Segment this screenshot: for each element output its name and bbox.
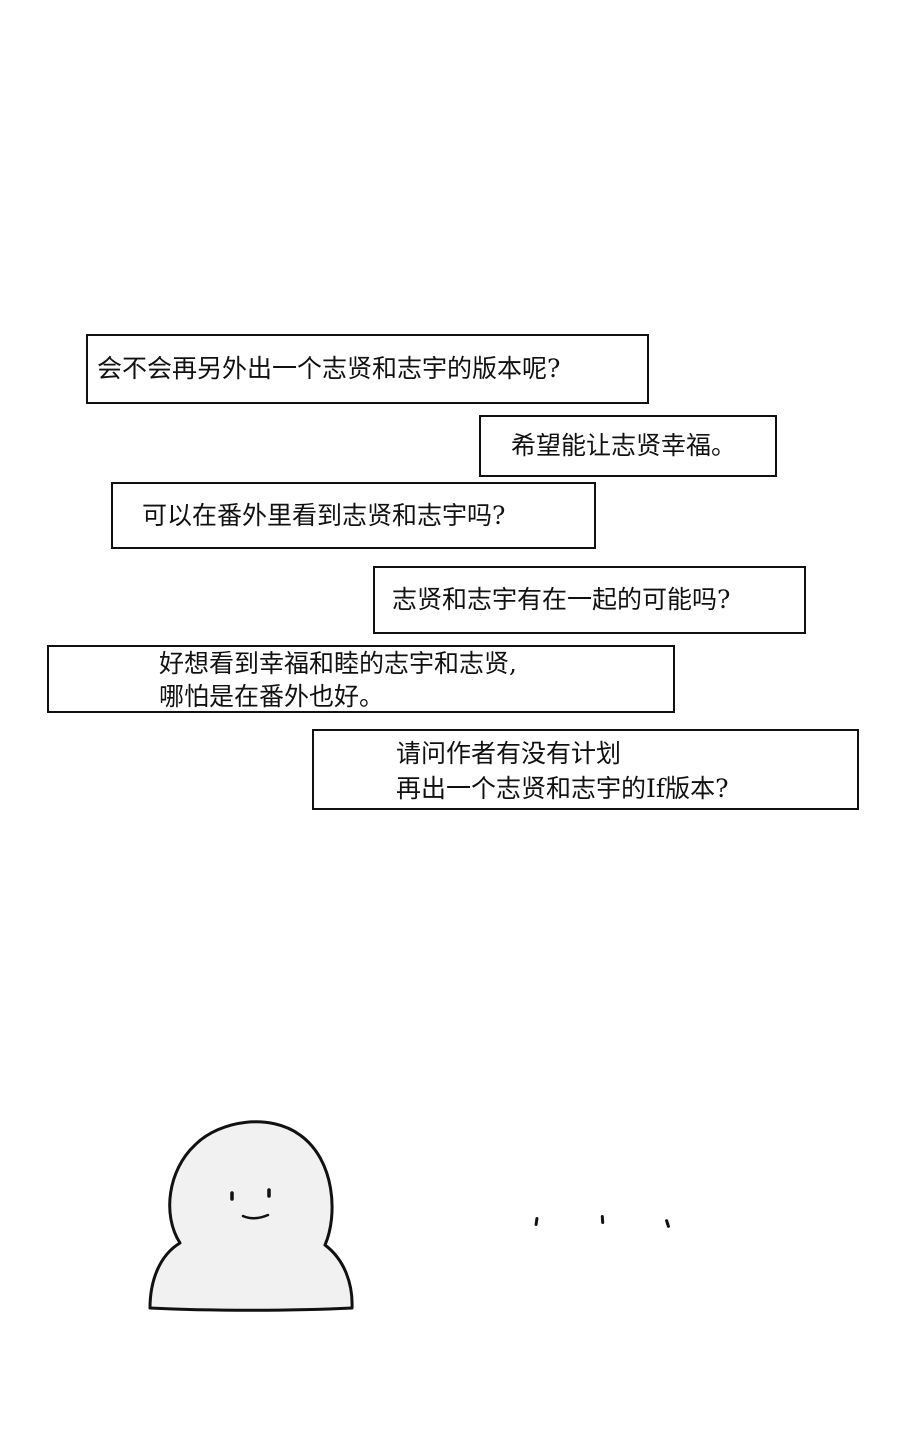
comment-box-2: 希望能让志贤幸福。 (479, 415, 777, 477)
round-blob-character-icon (148, 1120, 354, 1312)
ellipsis-mark (534, 1216, 539, 1227)
comment-box-6: 请问作者有没有计划 再出一个志贤和志宇的If版本? (312, 729, 859, 810)
comment-text: 会不会再另外出一个志贤和志宇的版本呢? (97, 354, 561, 383)
comment-text: 可以在番外里看到志贤和志宇吗? (142, 500, 506, 530)
comment-text: 希望能让志贤幸福。 (511, 431, 737, 460)
comment-text-line-1: 请问作者有没有计划 (396, 739, 622, 768)
comment-box-4: 志贤和志宇有在一起的可能吗? (373, 566, 806, 634)
comment-box-1: 会不会再另外出一个志贤和志宇的版本呢? (86, 334, 649, 404)
comment-text-line-1: 好想看到幸福和睦的志宇和志贤, (159, 649, 517, 678)
character-mouth (241, 1213, 270, 1220)
comment-text-line-2: 哪怕是在番外也好。 (159, 682, 385, 711)
character-body (148, 1120, 354, 1312)
ellipsis-mark (600, 1214, 605, 1225)
comment-text-line-2: 再出一个志贤和志宇的If版本? (396, 774, 729, 803)
comment-box-3: 可以在番外里看到志贤和志宇吗? (111, 482, 596, 549)
comment-text: 志贤和志宇有在一起的可能吗? (392, 585, 731, 614)
comment-box-5: 好想看到幸福和睦的志宇和志贤, 哪怕是在番外也好。 (47, 645, 675, 713)
ellipsis-mark (664, 1218, 671, 1229)
